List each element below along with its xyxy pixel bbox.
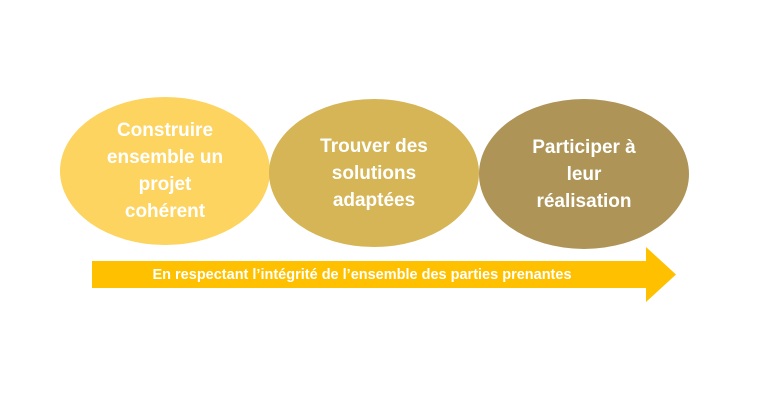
arrow-shape: [92, 247, 676, 302]
step-1-label: Construire ensemble un projet cohérent: [106, 120, 224, 222]
arrow-label: En respectant l’intégrité de l’ensemble …: [152, 266, 572, 283]
step-3-ellipse: Participer à leur réalisation: [479, 99, 689, 249]
step-3-label: Participer à leur réalisation: [532, 136, 636, 212]
step-2-label: Trouver des solutions adaptées: [320, 135, 428, 211]
step-2-ellipse: Trouver des solutions adaptées: [269, 99, 479, 247]
step-1-ellipse: Construire ensemble un projet cohérent: [60, 97, 270, 245]
arrow-banner: En respectant l’intégrité de l’ensemble …: [92, 247, 676, 302]
